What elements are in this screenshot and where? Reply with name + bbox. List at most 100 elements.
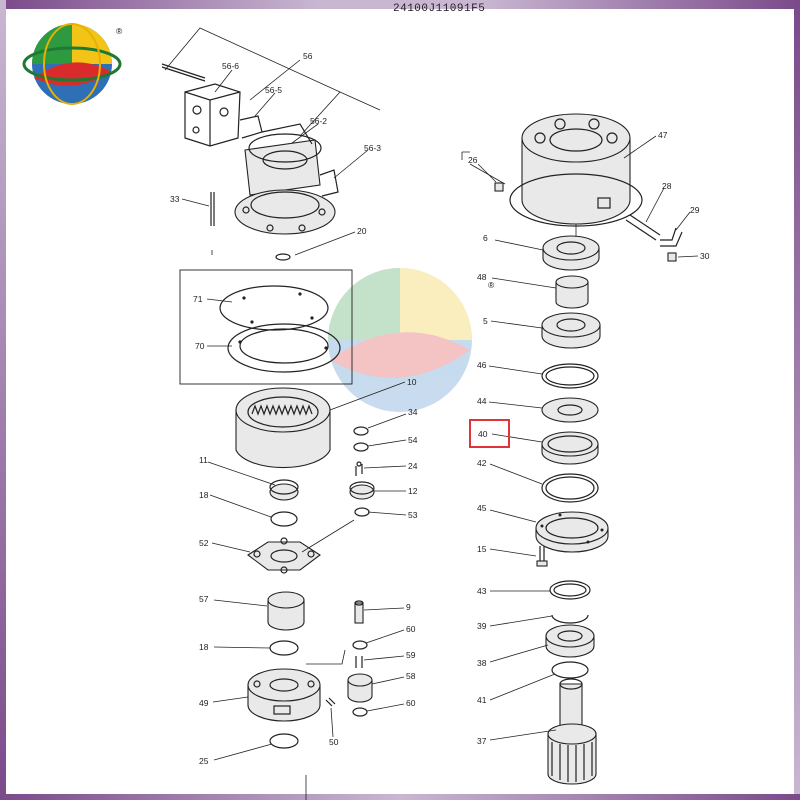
watermark-trademark: ® <box>488 280 495 290</box>
callout-34: 34 <box>408 407 418 417</box>
o-ring-42 <box>541 473 599 503</box>
swing-motor-assembly <box>161 27 381 261</box>
plug-30 <box>667 252 677 262</box>
o-ring-42-inner <box>545 476 595 500</box>
callout-48: 48 <box>477 272 487 282</box>
callout-47: 47 <box>658 130 668 140</box>
plate-71 <box>219 285 329 331</box>
callout-20: 20 <box>357 226 367 236</box>
plug-26 <box>494 182 504 192</box>
callout-59: 59 <box>406 650 416 660</box>
frame-right-border <box>794 0 800 800</box>
callout-40: 40 <box>478 429 488 439</box>
callout-46: 46 <box>477 360 487 370</box>
callout-18-upper: 18 <box>199 490 209 500</box>
pin-9 <box>354 600 364 624</box>
highlight-box-40 <box>469 419 510 448</box>
oil-seal-38 <box>545 624 595 658</box>
washer-60b <box>352 707 368 717</box>
washer-54 <box>353 442 369 452</box>
ring-41 <box>551 661 589 679</box>
callout-9: 9 <box>406 602 411 612</box>
gear-58 <box>347 673 373 703</box>
callout-42: 42 <box>477 458 487 468</box>
callout-28: 28 <box>662 181 672 191</box>
bearing-6 <box>542 235 600 271</box>
callout-29: 29 <box>690 205 700 215</box>
callout-25: 25 <box>199 756 209 766</box>
planet-gear-11 <box>269 479 299 501</box>
bolt-15 <box>536 546 548 567</box>
callout-60-lower: 60 <box>406 698 416 708</box>
callout-5: 5 <box>483 316 488 326</box>
thrust-washer-18b <box>269 640 299 656</box>
callout-56: 56 <box>303 51 313 61</box>
callout-11: 11 <box>199 455 208 465</box>
o-ring-46 <box>541 363 599 389</box>
gear-12 <box>349 481 375 500</box>
thrust-washer-18a <box>270 511 298 527</box>
callout-41: 41 <box>477 695 487 705</box>
document-id: 24100J11091F5 <box>393 3 486 15</box>
callout-18-lower: 18 <box>199 642 209 652</box>
callout-52: 52 <box>199 538 209 548</box>
callout-56-3: 56-3 <box>364 143 381 153</box>
snap-ring-25 <box>269 733 299 749</box>
callout-44: 44 <box>477 396 487 406</box>
callout-58: 58 <box>406 671 416 681</box>
seal-40 <box>541 431 599 465</box>
pinion-shaft-37 <box>547 678 597 785</box>
bearing-5 <box>541 312 601 349</box>
ring-43-inner <box>553 583 587 597</box>
pin-50 <box>325 697 336 707</box>
logo-trademark: ® <box>116 26 123 36</box>
callout-43: 43 <box>477 586 487 596</box>
callout-56-2: 56-2 <box>310 116 327 126</box>
callout-10: 10 <box>407 377 417 387</box>
callout-37: 37 <box>477 736 487 746</box>
washer-53 <box>354 507 370 517</box>
callout-49: 49 <box>199 698 209 708</box>
plate-70 <box>227 323 341 373</box>
company-logo <box>22 23 122 105</box>
ring-gear-10 <box>235 387 331 469</box>
callout-24: 24 <box>408 461 418 471</box>
washer-60a <box>352 640 368 650</box>
flange-45 <box>535 511 609 553</box>
elbow-29 <box>660 227 683 247</box>
callout-12: 12 <box>408 486 418 496</box>
washer-34 <box>353 426 369 436</box>
frame-top-border <box>0 0 800 9</box>
callout-15: 15 <box>477 544 487 554</box>
pin-24 <box>355 461 363 476</box>
frame-bottom-border <box>0 794 800 800</box>
housing-47 <box>509 113 643 227</box>
plate-44 <box>541 397 599 423</box>
carrier-52 <box>247 537 321 574</box>
callout-56-6: 56-6 <box>222 61 239 71</box>
sun-gear-57 <box>267 591 305 631</box>
pin-59 <box>355 656 363 668</box>
center-watermark <box>328 268 472 412</box>
callout-6: 6 <box>483 233 488 243</box>
frame-left-border <box>0 0 6 800</box>
callout-30: 30 <box>700 251 710 261</box>
callout-38: 38 <box>477 658 487 668</box>
snap-ring-39 <box>551 614 589 624</box>
ring-43 <box>549 580 591 600</box>
callout-50: 50 <box>329 737 339 747</box>
callout-39: 39 <box>477 621 487 631</box>
plate-group-box <box>179 269 353 385</box>
callout-56-5: 56-5 <box>265 85 282 95</box>
callout-57: 57 <box>199 594 209 604</box>
bushing-48 <box>555 275 589 309</box>
callout-26: 26 <box>468 155 478 165</box>
callout-70: 70 <box>195 341 205 351</box>
callout-33: 33 <box>170 194 180 204</box>
pipe-28 <box>625 214 661 241</box>
callout-45: 45 <box>477 503 487 513</box>
callout-54: 54 <box>408 435 418 445</box>
callout-53: 53 <box>408 510 418 520</box>
callout-71: 71 <box>193 294 203 304</box>
